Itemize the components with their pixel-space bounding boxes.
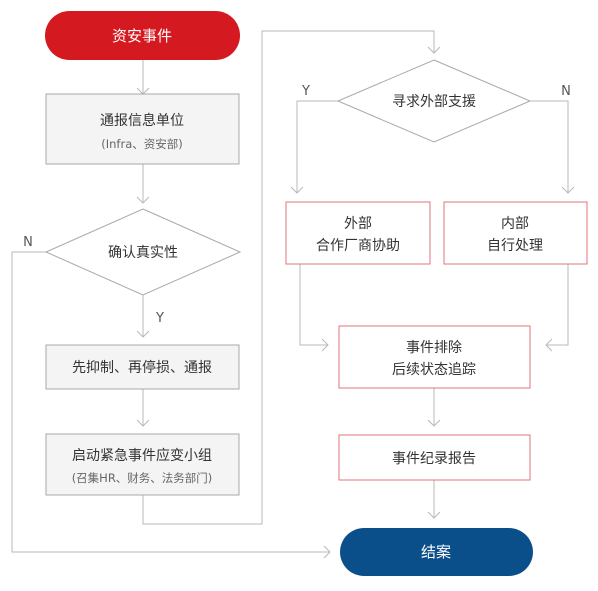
seek-help-label: 寻求外部支援 (392, 94, 476, 110)
arrowhead (427, 511, 441, 519)
internal-line2: 自行处理 (487, 238, 543, 254)
troubleshoot-node: 事件排除 后续状态追踪 (338, 325, 531, 389)
start-node: 资安事件 (45, 11, 240, 60)
arrowhead (561, 186, 575, 194)
external-line2: 合作厂商协助 (316, 238, 400, 254)
arrowhead (136, 196, 150, 204)
connector-seekhelp-internal (530, 100, 569, 193)
team-node: 启动紧急事件应变小组 (召集HR、财务、法务部门) (45, 433, 240, 496)
report-node: 事件纪录报告 (338, 434, 531, 481)
branch-label-verify-yes: Y (155, 311, 164, 326)
start-label: 资安事件 (112, 27, 172, 45)
connector-seekhelp-external (296, 100, 338, 193)
verify-label: 确认真实性 (108, 245, 178, 261)
notify-label: 通报信息单位 (100, 112, 184, 129)
arrowhead (427, 419, 441, 427)
branch-label-verify-no: N (23, 235, 33, 250)
connector-team-seekhelp (142, 30, 435, 525)
branch-label-help-yes: Y (301, 84, 310, 99)
arrowhead (290, 186, 304, 194)
verify-decision: 确认真实性 (44, 208, 242, 296)
arrowhead (136, 419, 150, 427)
team-sub: (召集HR、财务、法务部门) (72, 471, 213, 485)
report-label: 事件纪录报告 (392, 451, 476, 467)
connector-internal-troubleshoot (546, 264, 569, 346)
connector-external-troubleshoot (299, 264, 328, 346)
notify-node: 通报信息单位 (Infra、资安部) (45, 93, 240, 165)
external-node: 外部 合作厂商协助 (285, 201, 431, 265)
team-label: 启动紧急事件应变小组 (72, 447, 212, 464)
arrowhead (321, 338, 329, 352)
external-line1: 外部 (344, 216, 372, 232)
internal-node: 内部 自行处理 (443, 201, 588, 265)
internal-line1: 内部 (501, 216, 529, 232)
connectors (11, 30, 575, 559)
end-node: 结案 (340, 528, 533, 576)
end-label: 结案 (421, 543, 451, 561)
seek-help-decision: 寻求外部支援 (336, 59, 532, 143)
notify-sub: (Infra、资安部) (101, 137, 182, 151)
branch-label-help-no: N (561, 84, 571, 99)
troubleshoot-line2: 后续状态追踪 (392, 361, 476, 378)
suppress-node: 先抑制、再停损、通报 (45, 344, 240, 390)
arrowhead (323, 545, 331, 559)
suppress-label: 先抑制、再停损、通报 (72, 359, 212, 376)
arrowhead (545, 338, 553, 352)
arrowhead (136, 330, 150, 338)
arrowhead (427, 46, 441, 54)
troubleshoot-line1: 事件排除 (406, 340, 462, 356)
connector-verify-end (11, 251, 330, 553)
